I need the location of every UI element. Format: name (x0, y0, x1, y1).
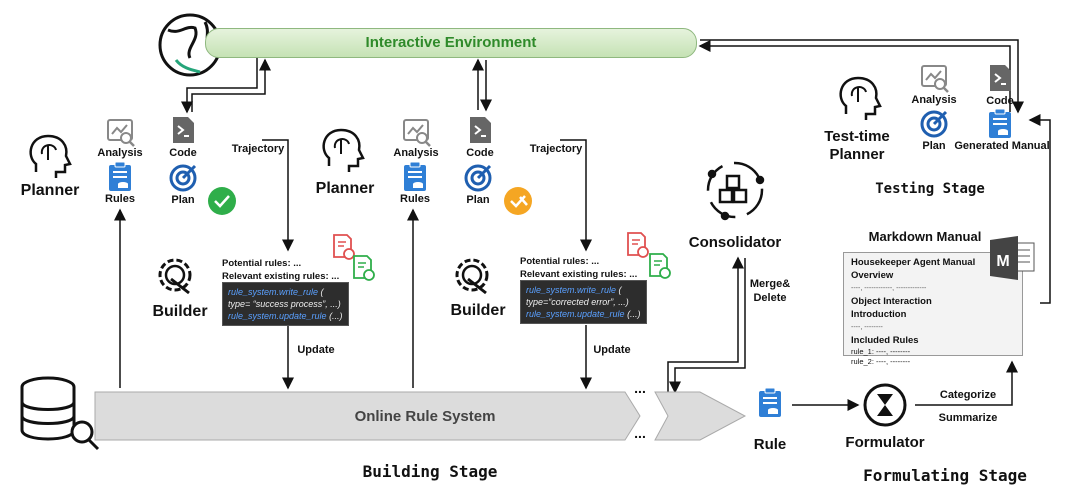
rule-code-block: rule_system.write_rule (type= “success p… (222, 282, 349, 326)
builder-label: Builder (450, 302, 506, 319)
code-label: Code (169, 147, 197, 159)
rule-code-block: rule_system.write_rule (type=“corrected … (520, 280, 647, 324)
plan-target-icon (920, 110, 948, 138)
test-planner-label: Planner (829, 146, 885, 163)
ellipsis: ... (634, 425, 646, 441)
trajectory-label: Trajectory (529, 143, 583, 155)
document-app-icon: M (990, 236, 1035, 280)
interactive-environment: Interactive Environment (205, 28, 697, 58)
builder-label: Builder (152, 303, 208, 320)
test-planner-head-icon (839, 76, 882, 122)
green-rule-doc-icon (649, 253, 671, 279)
generated-manual-icon (988, 108, 1012, 139)
rule-label: Rule (753, 436, 787, 453)
rule-system-arrow (94, 391, 641, 441)
rules-icon (108, 161, 132, 192)
test-time-label: Test-time (824, 128, 890, 145)
formulator-label: Formulator (845, 434, 925, 451)
update-label: Update (593, 344, 631, 356)
analysis-label: Analysis (393, 147, 439, 159)
builder-gear-icon (158, 258, 192, 295)
builder-gear-icon (455, 258, 489, 295)
green-rule-doc-icon (353, 255, 375, 281)
code-icon (469, 116, 492, 144)
merge-label: Merge& (749, 278, 791, 290)
planner-head-icon (29, 134, 72, 180)
corrected-icon (504, 187, 532, 215)
planner-label: Planner (20, 182, 80, 199)
formulating-stage-label: Formulating Stage (863, 466, 1027, 485)
delete-label: Delete (753, 292, 787, 304)
trajectory-label: Trajectory (231, 143, 285, 155)
rule-system-arrow-tail (654, 391, 747, 441)
consolidator-label: Consolidator (688, 234, 782, 251)
plan-label: Plan (466, 194, 490, 206)
update-label: Update (297, 344, 335, 356)
summarize-label: Summarize (938, 412, 998, 424)
rules-label: Rules (400, 193, 430, 205)
red-rule-doc-icon (333, 234, 355, 260)
rules-label: Rules (105, 193, 135, 205)
analysis-icon (106, 118, 136, 148)
svg-text:M: M (996, 253, 1009, 270)
analysis-label: Analysis (97, 147, 143, 159)
rule-prompt: Potential rules: ...Relevant existing ru… (222, 258, 340, 282)
plan-target-icon (169, 164, 197, 192)
success-check-icon (208, 187, 236, 215)
rules-icon (403, 161, 427, 192)
hourglass-icon (863, 383, 907, 427)
consolidator-icon (706, 161, 765, 221)
code-label: Code (466, 147, 494, 159)
red-rule-doc-icon (627, 232, 649, 258)
building-stage-label: Building Stage (362, 462, 498, 481)
rule-prompt: Potential rules: ...Relevant existing ru… (520, 256, 638, 280)
plan-target-icon (464, 164, 492, 192)
database-icon (20, 376, 100, 451)
plan-label: Plan (171, 194, 195, 206)
markdown-manual: Housekeeper Agent Manual Overview ----, … (843, 252, 1023, 366)
planner-label: Planner (315, 180, 375, 197)
categorize-label: Categorize (939, 389, 997, 401)
analysis-icon (402, 118, 432, 148)
analysis-icon (920, 64, 950, 94)
generated-manual-label: Generated Manual (954, 140, 1050, 152)
markdown-manual-title: Markdown Manual (868, 229, 982, 244)
testing-stage-label: Testing Stage (875, 181, 985, 197)
code-icon (989, 64, 1012, 92)
code-icon (172, 116, 195, 144)
rule-icon (758, 387, 782, 418)
ellipsis: ... (634, 380, 646, 396)
plan-label: Plan (922, 140, 946, 152)
planner-head-icon (322, 128, 365, 174)
code-label: Code (986, 95, 1014, 107)
analysis-label: Analysis (911, 94, 957, 106)
online-rule-system-label: Online Rule System (354, 408, 496, 425)
